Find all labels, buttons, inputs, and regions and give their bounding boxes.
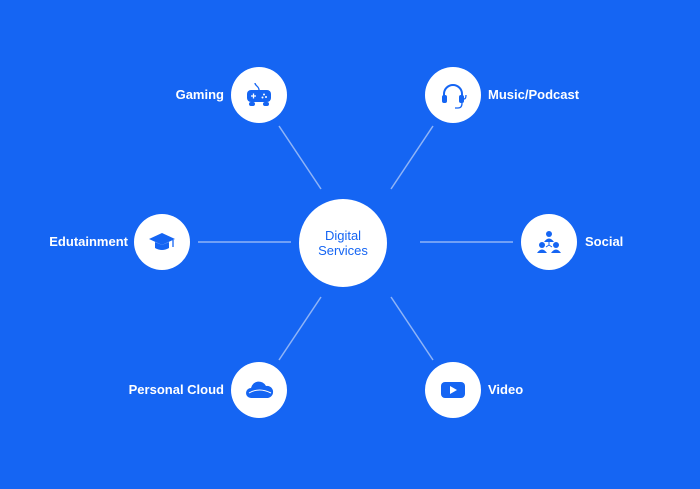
gamepad-icon xyxy=(247,82,271,106)
play-button-icon xyxy=(441,382,465,398)
label-social: Social xyxy=(585,234,624,249)
cloud-icon xyxy=(246,381,274,398)
node-edutainment xyxy=(134,214,190,270)
label-music-podcast: Music/Podcast xyxy=(488,87,580,102)
connector-music xyxy=(390,125,434,190)
node-music-podcast xyxy=(425,67,481,123)
center-label-line1: Digital xyxy=(324,228,362,243)
node-social xyxy=(521,214,577,270)
label-gaming: Gaming xyxy=(175,87,224,102)
headphones-icon xyxy=(442,84,467,109)
label-edutainment: Edutainment xyxy=(49,234,128,249)
node-personal-cloud xyxy=(231,362,287,418)
center-node-digital-services: Digital Services xyxy=(299,199,387,287)
node-gaming xyxy=(231,67,287,123)
center-label-line2: Services xyxy=(318,243,368,258)
people-network-icon xyxy=(537,231,561,253)
node-video xyxy=(425,362,481,418)
graduation-cap-icon xyxy=(149,233,175,250)
connector-gaming xyxy=(278,125,322,190)
label-personal-cloud: Personal Cloud xyxy=(128,382,224,397)
connector-video xyxy=(390,296,434,361)
connector-cloud xyxy=(278,296,322,361)
label-video: Video xyxy=(488,382,524,397)
